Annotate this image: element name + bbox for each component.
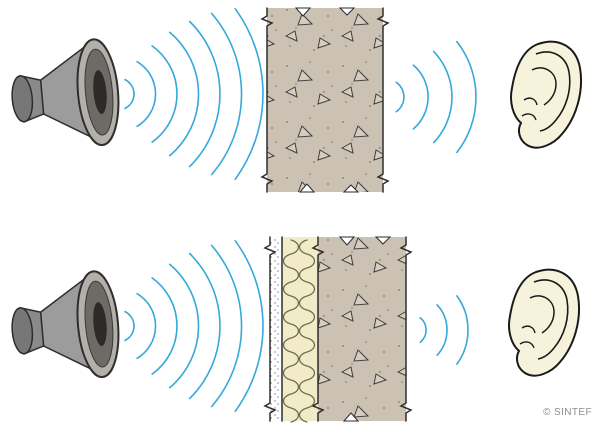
break-nick [374,236,392,245]
insulation-batt-symbol [282,239,316,423]
wall-border-line [376,7,390,193]
break-nick [298,183,316,193]
sound-wave-arc [234,8,264,180]
wall-border-lines [263,236,413,422]
insulated-wall-assembly [263,236,413,423]
wall-border-line [311,236,325,422]
sound-wave-arc [151,277,178,375]
loudspeaker-icon [6,36,124,154]
sound-wave-arc [395,81,405,113]
concrete-wall [260,7,390,193]
sound-wave-arc [188,20,221,168]
break-nick [342,184,360,193]
insulation-squiggle [282,239,300,423]
sound-wave-arc [456,40,477,154]
sound-wave-arc [210,244,243,408]
sound-wave-arc [124,78,135,110]
sound-wave-arc [168,263,200,389]
copyright-text: © SINTEF [543,407,592,418]
sound-wave-arc [432,50,453,144]
panel-single-wall [6,7,583,193]
insulation-squiggle [298,239,316,423]
loudspeaker-icon [6,268,124,386]
wall-border-line [263,236,277,422]
sound-wave-arc [136,60,157,128]
board-layer [270,237,282,421]
sound-wave-arc [419,316,427,344]
concrete-layer [318,237,406,421]
source-sound-waves [124,8,264,180]
sound-wave-arc [124,310,135,342]
wall-border-line [399,236,413,422]
transmitted-sound-waves [419,295,469,365]
sound-wave-arc [188,252,221,400]
wall-border-line [260,7,274,193]
source-sound-waves [124,240,264,412]
break-nick [338,236,356,246]
break-nick [342,412,360,422]
sound-wave-arc [412,64,429,130]
sound-wave-arc [151,45,178,143]
panel-insulated-wall [6,236,581,423]
transmitted-sound-waves [395,40,477,154]
ear-icon [508,268,581,377]
sound-wave-arc [136,292,157,360]
ear-icon [510,40,583,149]
break-nick [338,7,356,16]
sound-wave-arc [436,304,448,356]
sound-wave-arc [234,240,264,412]
sound-wave-arc [456,295,469,365]
sound-wave-arc [168,31,200,157]
wall-border-lines [260,7,390,193]
sound-wave-arc [210,12,243,176]
break-nick [294,7,312,17]
